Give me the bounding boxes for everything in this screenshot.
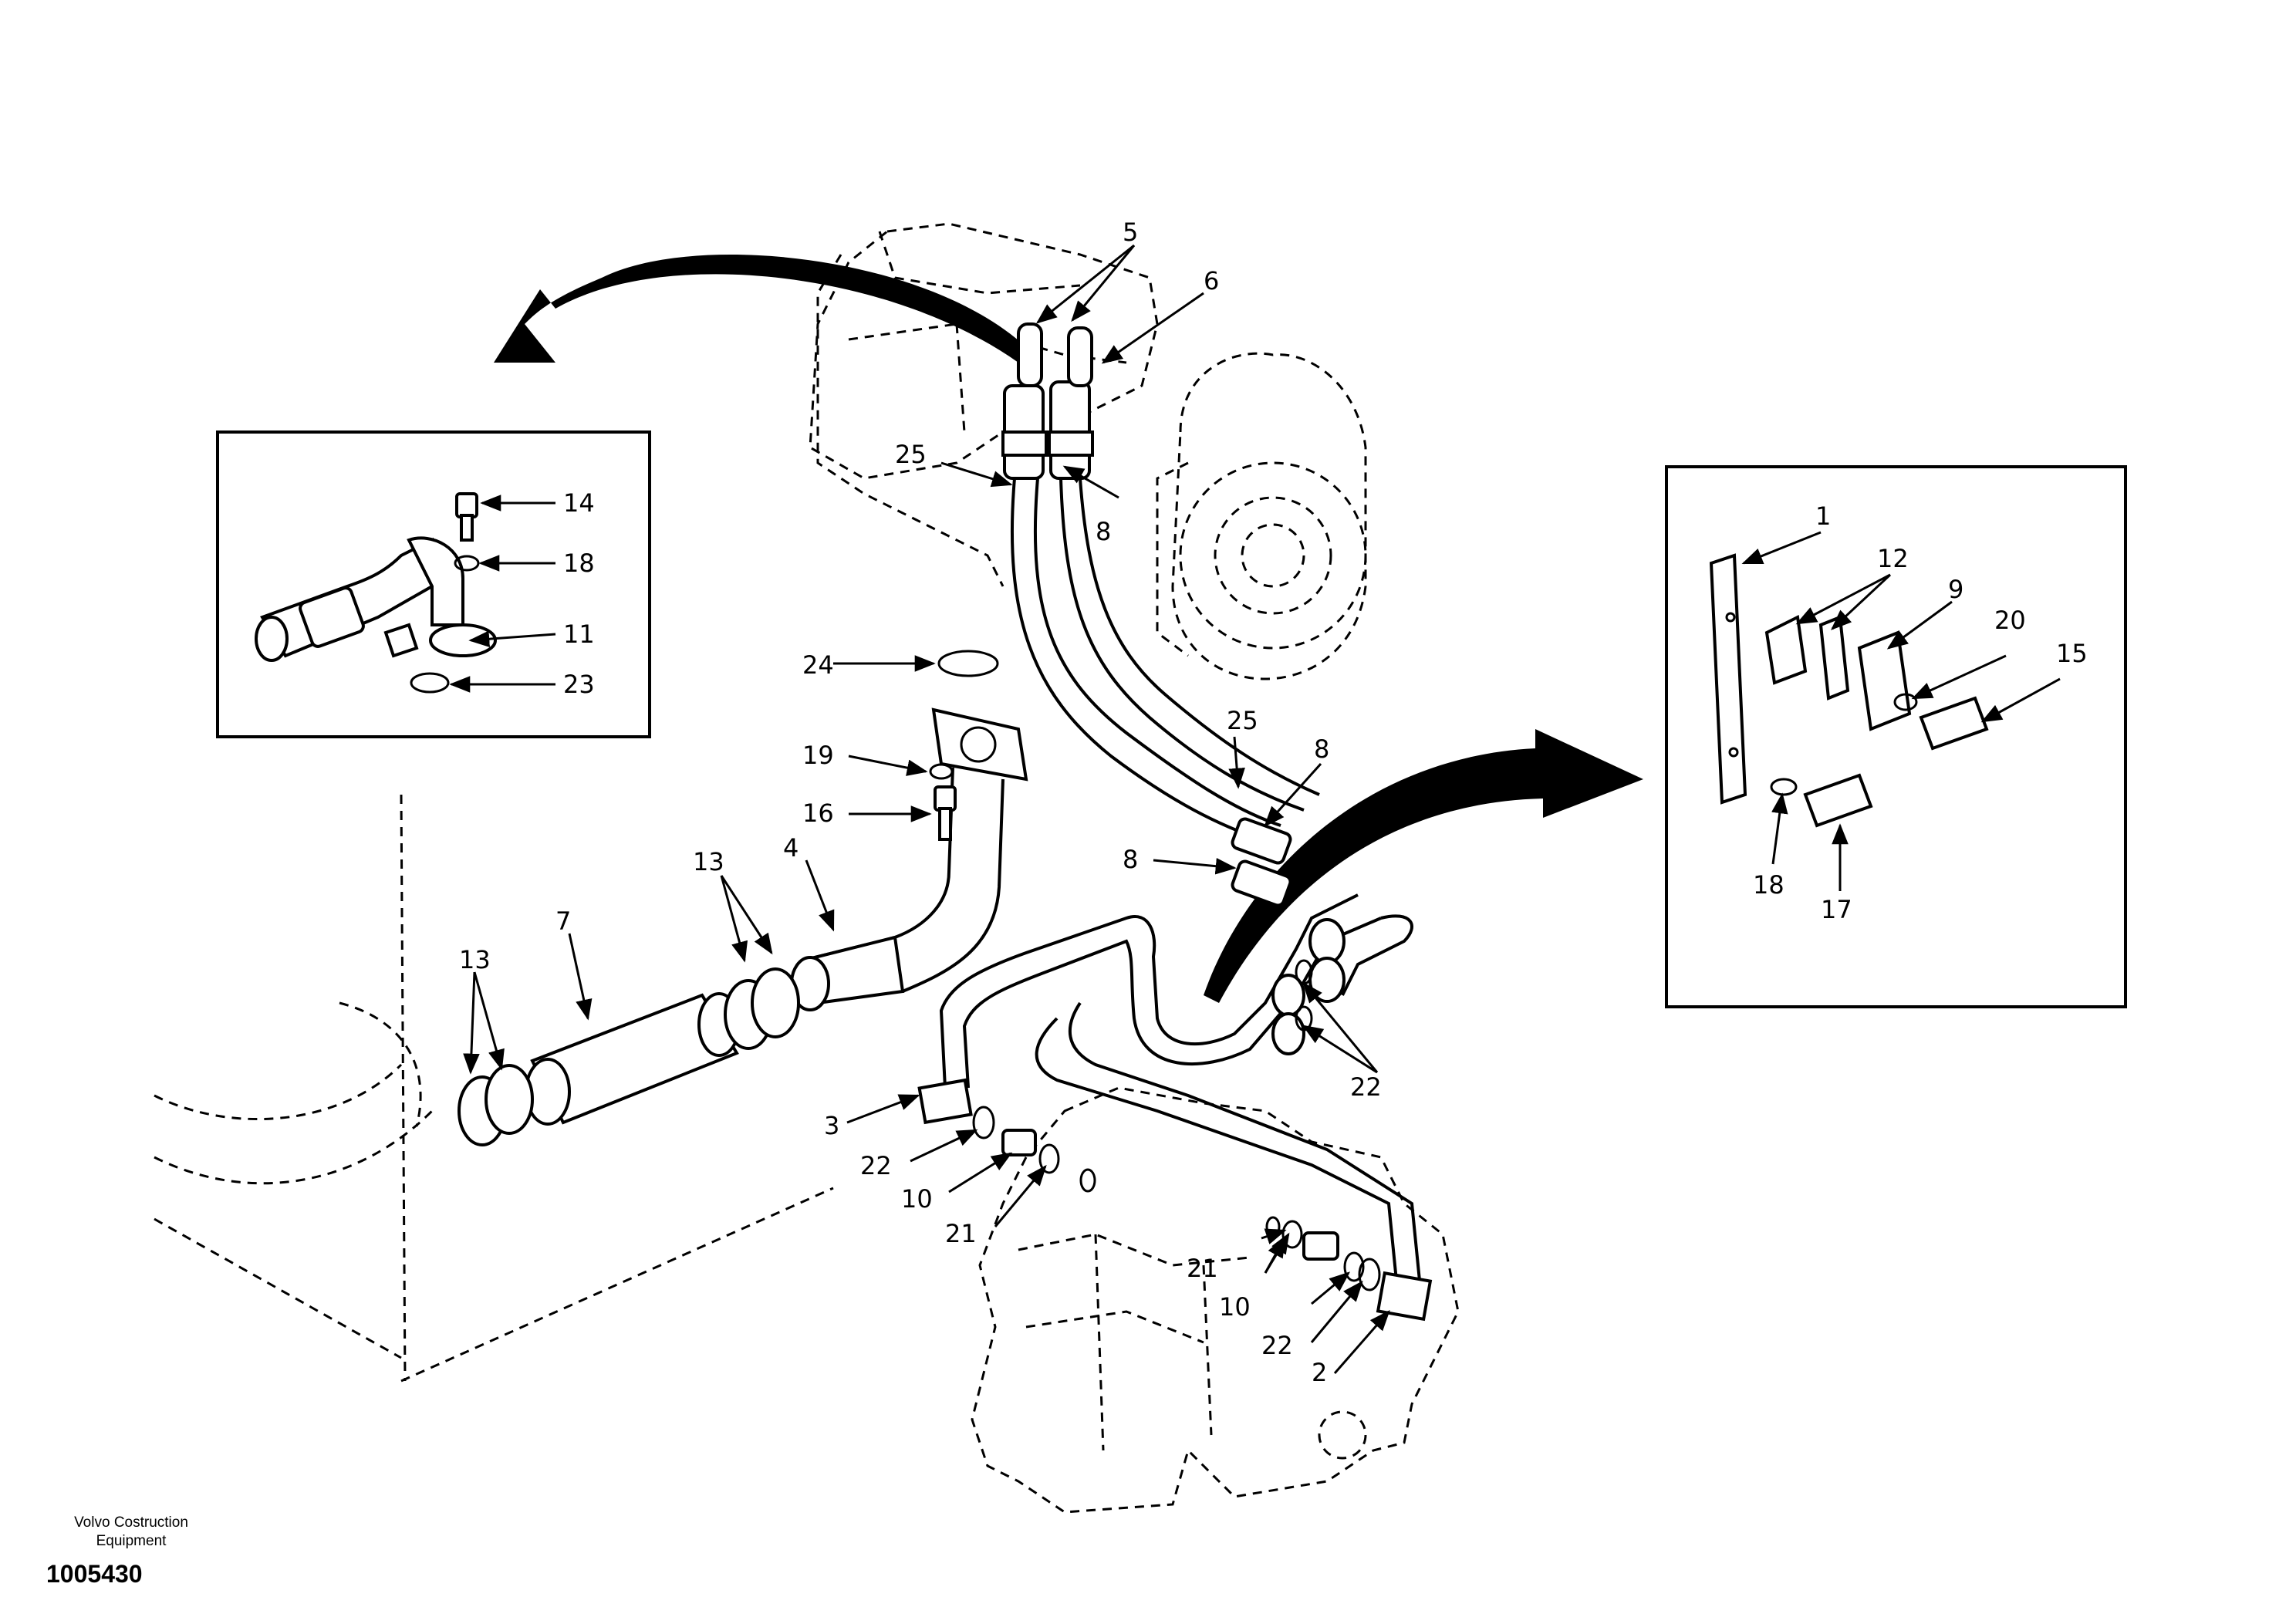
detail-arrow-left xyxy=(494,255,1026,363)
engine-block-outline xyxy=(971,1086,1460,1514)
callout-12: 12 xyxy=(1877,544,1909,573)
detail-arrow-right xyxy=(1204,729,1643,1003)
callout-25-mid: 25 xyxy=(1227,706,1258,735)
callout-10-right: 10 xyxy=(1219,1292,1251,1322)
callout-25-top: 25 xyxy=(895,440,927,469)
callout-22-bottom: 22 xyxy=(1261,1331,1293,1360)
callout-9: 9 xyxy=(1948,575,1963,604)
callout-17: 17 xyxy=(1821,895,1852,924)
callout-3: 3 xyxy=(824,1111,839,1140)
callout-8-right: 8 xyxy=(1314,734,1329,764)
brand-line-2: Equipment xyxy=(96,1533,167,1549)
callout-14: 14 xyxy=(563,488,595,518)
callout-2: 2 xyxy=(1312,1358,1327,1387)
callout-19: 19 xyxy=(802,741,834,770)
brand-text: Volvo Costruction Equipment xyxy=(46,1514,216,1551)
callout-15: 15 xyxy=(2056,639,2088,668)
brand-line-1: Volvo Costruction xyxy=(74,1514,188,1531)
hose-clamps xyxy=(458,967,800,1146)
callout-8-mid: 8 xyxy=(1123,845,1138,874)
fittings-and-orings xyxy=(929,650,1381,1291)
callout-20: 20 xyxy=(1994,606,2026,635)
steel-lines xyxy=(917,817,1433,1322)
hose-assembly xyxy=(1001,322,1320,842)
callout-21-right: 21 xyxy=(1187,1254,1218,1283)
footer-block: Volvo Costruction Equipment 1005430 xyxy=(46,1514,278,1589)
callout-5: 5 xyxy=(1123,218,1138,247)
callout-8-top: 8 xyxy=(1096,517,1111,546)
flywheel-housing-outline xyxy=(1156,352,1367,680)
callout-16: 16 xyxy=(802,798,834,828)
callout-13-left: 13 xyxy=(459,945,491,974)
callout-24: 24 xyxy=(802,650,834,680)
callout-11: 11 xyxy=(563,620,595,649)
callout-4: 4 xyxy=(783,833,799,863)
detail-box-left xyxy=(216,430,651,738)
document-number: 1005430 xyxy=(46,1560,143,1588)
frame-outline xyxy=(154,794,834,1383)
callout-22-right: 22 xyxy=(1350,1072,1382,1102)
suction-pipe xyxy=(790,707,1028,1011)
callout-21-left: 21 xyxy=(945,1219,977,1248)
callout-6: 6 xyxy=(1204,266,1219,295)
callout-18-right: 18 xyxy=(1753,870,1784,900)
callout-18-left: 18 xyxy=(563,549,595,578)
leader-lines xyxy=(449,244,2061,1374)
hose-7 xyxy=(525,992,741,1126)
callout-13-mid: 13 xyxy=(693,847,724,876)
callout-23: 23 xyxy=(563,670,595,699)
callout-labels: 5 6 25 8 24 25 8 19 16 8 4 13 7 13 3 22 … xyxy=(459,218,2088,1387)
callout-10-left: 10 xyxy=(901,1184,933,1214)
callout-22-left: 22 xyxy=(860,1151,892,1180)
callout-7: 7 xyxy=(555,907,571,936)
callout-1: 1 xyxy=(1815,501,1831,531)
